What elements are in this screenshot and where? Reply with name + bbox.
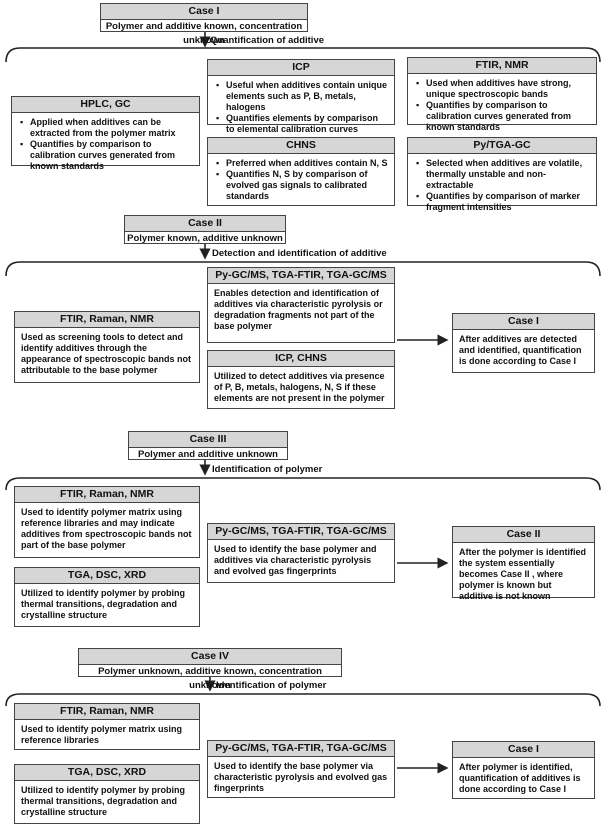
case2-pygc-box: Py-GC/MS, TGA-FTIR, TGA-GC/MS Enables de…	[207, 267, 395, 343]
case3-header: Case III Polymer and additive unknown	[128, 431, 288, 460]
case2-result-box: Case I After additives are detected and …	[452, 313, 595, 373]
case1-chns-bullet: Preferred when additives contain N, S	[216, 158, 388, 169]
case1-arrow-label: Quantification of additive	[210, 35, 325, 46]
case3-tga-box: TGA, DSC, XRD Utilized to identify polym…	[14, 567, 200, 627]
case3-tga-text: Utilized to identify polymer by probing …	[21, 588, 186, 620]
case3-result-text: After the polymer is identified the syst…	[459, 547, 587, 601]
case1-ftir-title: FTIR, NMR	[408, 58, 596, 74]
case1-hplc-bullet: Applied when additives can be extracted …	[20, 117, 193, 139]
case4-header: Case IV Polymer unknown, additive known,…	[78, 648, 342, 691]
case1-header: Case I Polymer and additive known, conce…	[100, 3, 308, 46]
case1-hplc-box: HPLC, GC Applied when additives can be e…	[11, 96, 200, 171]
case1-chns-bullet: Quantifies N, S by comparison of evolved…	[216, 169, 388, 202]
case1-hplc-title: HPLC, GC	[12, 97, 199, 113]
case1-icp-title: ICP	[208, 60, 394, 76]
case2-icp-text: Utilized to detect additives via presenc…	[214, 371, 385, 403]
case2-arrow-label: Detection and identification of additive	[212, 248, 387, 259]
case2-ftir-title: FTIR, Raman, NMR	[15, 312, 199, 328]
case4-tga-text: Utilized to identify polymer by probing …	[21, 785, 186, 817]
case2-title: Case II	[125, 216, 285, 232]
case4-tga-box: TGA, DSC, XRD Utilized to identify polym…	[14, 764, 200, 824]
case4-ftir-box: FTIR, Raman, NMR Used to identify polyme…	[14, 703, 200, 750]
case1-subtitle: Polymer and additive known, concentratio…	[105, 21, 303, 46]
case3-ftir-text: Used to identify polymer matrix using re…	[21, 507, 192, 550]
case3-title: Case III	[129, 432, 287, 448]
case3-subtitle: Polymer and additive unknown	[138, 449, 278, 460]
case1-pytga-box: Py/TGA-GC Selected when additives are vo…	[407, 137, 597, 212]
case2-pygc-title: Py-GC/MS, TGA-FTIR, TGA-GC/MS	[208, 268, 394, 284]
case1-pytga-bullet: Quantifies by comparison of marker fragm…	[416, 191, 590, 213]
case3-pygc-title: Py-GC/MS, TGA-FTIR, TGA-GC/MS	[208, 524, 394, 540]
case1-pytga-bullet: Selected when additives are volatile, th…	[416, 158, 590, 191]
case4-result-title: Case I	[453, 742, 594, 758]
case4-ftir-text: Used to identify polymer matrix using re…	[21, 724, 183, 745]
case1-ftir-bullet: Quantifies by comparison to calibration …	[416, 100, 590, 133]
case2-result-title: Case I	[453, 314, 594, 330]
case3-tga-title: TGA, DSC, XRD	[15, 568, 199, 584]
case4-pygc-title: Py-GC/MS, TGA-FTIR, TGA-GC/MS	[208, 741, 394, 757]
case1-title: Case I	[101, 4, 307, 20]
case2-ftir-box: FTIR, Raman, NMR Used as screening tools…	[14, 311, 200, 383]
case2-header: Case II Polymer known, additive unknown	[124, 215, 286, 244]
case2-subtitle: Polymer known, additive unknown	[127, 233, 283, 244]
case1-chns-box: CHNS Preferred when additives contain N,…	[207, 137, 395, 206]
case4-subtitle: Polymer unknown, additive known, concent…	[98, 666, 322, 691]
case1-chns-title: CHNS	[208, 138, 394, 154]
case4-pygc-box: Py-GC/MS, TGA-FTIR, TGA-GC/MS Used to id…	[207, 740, 395, 798]
case3-ftir-box: FTIR, Raman, NMR Used to identify polyme…	[14, 486, 200, 558]
case2-icp-title: ICP, CHNS	[208, 351, 394, 367]
case4-title: Case IV	[79, 649, 341, 665]
case1-ftir-bullet: Used when additives have strong, unique …	[416, 78, 590, 100]
case3-ftir-title: FTIR, Raman, NMR	[15, 487, 199, 503]
case4-arrow-label: Identification of polymer	[216, 680, 327, 691]
case3-pygc-box: Py-GC/MS, TGA-FTIR, TGA-GC/MS Used to id…	[207, 523, 395, 583]
case1-icp-bullet: Quantifies elements by comparison to ele…	[216, 113, 388, 135]
case4-ftir-title: FTIR, Raman, NMR	[15, 704, 199, 720]
case2-icp-box: ICP, CHNS Utilized to detect additives v…	[207, 350, 395, 409]
case1-icp-box: ICP Useful when additives contain unique…	[207, 59, 395, 134]
case2-ftir-text: Used as screening tools to detect and id…	[21, 332, 192, 375]
case3-pygc-text: Used to identify the base polymer and ad…	[214, 544, 377, 576]
case3-arrow-label: Identification of polymer	[212, 464, 323, 475]
case4-result-text: After polymer is identified, quantificat…	[459, 762, 581, 794]
case1-pytga-title: Py/TGA-GC	[408, 138, 596, 154]
case1-icp-bullet: Useful when additives contain unique ele…	[216, 80, 388, 113]
case3-result-box: Case II After the polymer is identified …	[452, 526, 595, 601]
case4-result-box: Case I After polymer is identified, quan…	[452, 741, 595, 799]
case1-ftir-box: FTIR, NMR Used when additives have stron…	[407, 57, 597, 132]
case1-hplc-bullet: Quantifies by comparison to calibration …	[20, 139, 193, 172]
case2-result-text: After additives are detected and identif…	[459, 334, 582, 366]
case4-tga-title: TGA, DSC, XRD	[15, 765, 199, 781]
case2-pygc-text: Enables detection and identification of …	[214, 288, 383, 331]
case3-result-title: Case II	[453, 527, 594, 543]
case4-pygc-text: Used to identify the base polymer via ch…	[214, 761, 388, 793]
